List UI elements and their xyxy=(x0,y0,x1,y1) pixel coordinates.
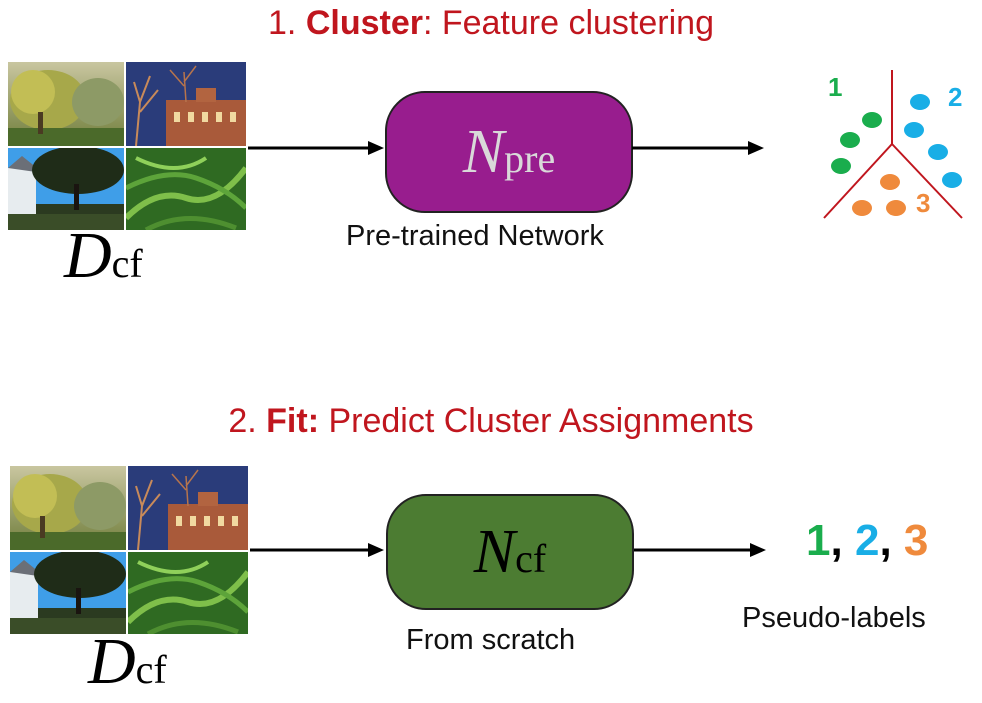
pretrained-network-box: Npre xyxy=(385,91,633,213)
house-and-trees-photo xyxy=(10,552,126,634)
step2-dataset-label: Dcf xyxy=(88,625,167,698)
step2-number: 2. xyxy=(228,402,257,440)
step2-title-rest: Predict Cluster Assignments xyxy=(319,402,754,440)
cluster-2-point xyxy=(942,172,962,188)
cluster-3-points xyxy=(852,174,906,216)
cluster-1-points xyxy=(831,112,882,174)
pretrained-network-symbol: Npre xyxy=(462,117,556,186)
willow-tree-photo xyxy=(8,62,124,146)
cluster-3-point xyxy=(886,200,906,216)
pseudo-label-1: 1 xyxy=(806,516,831,565)
brick-building-night-photo xyxy=(126,62,246,146)
step1-image-grid xyxy=(8,62,246,230)
scratch-network-box: Ncf xyxy=(386,494,634,610)
step1-arrow-in xyxy=(248,141,384,155)
leaves-closeup-photo xyxy=(126,148,246,230)
pseudo-label-separator: , xyxy=(879,516,892,565)
cluster-divider-left xyxy=(823,143,893,219)
scratch-network-caption: From scratch xyxy=(406,624,576,656)
step2-image-grid xyxy=(10,466,248,634)
step1-title: 1. Cluster: Feature clustering xyxy=(0,4,982,43)
house-and-trees-photo xyxy=(8,148,124,230)
cluster-3-label: 3 xyxy=(916,188,930,218)
willow-tree-photo xyxy=(10,466,126,550)
brick-building-night-photo xyxy=(128,466,248,550)
cluster-1-point xyxy=(840,132,860,148)
cluster-1-point xyxy=(862,112,882,128)
cluster-3-point xyxy=(880,174,900,190)
pseudo-label-3: 3 xyxy=(903,516,929,565)
cluster-3-point xyxy=(852,200,872,216)
step2-arrow-out xyxy=(634,543,766,557)
scratch-network-symbol: Ncf xyxy=(473,517,547,586)
step1-keyword: Cluster xyxy=(305,4,423,42)
cluster-2-points xyxy=(904,94,962,188)
pseudo-label-2: 2 xyxy=(854,516,880,565)
pseudo-label-separator: , xyxy=(830,516,843,565)
cluster-2-label: 2 xyxy=(948,82,962,112)
leaves-closeup-photo xyxy=(128,552,248,634)
cluster-2-point xyxy=(910,94,930,110)
feature-clusters-plot: 1 2 3 xyxy=(823,70,963,219)
step2-title: 2. Fit: Predict Cluster Assignments xyxy=(0,402,982,441)
step2-arrow-in xyxy=(250,543,384,557)
cluster-1-point xyxy=(831,158,851,174)
step1-title-rest: : Feature clustering xyxy=(422,4,714,42)
step1-number: 1. xyxy=(268,4,297,42)
cluster-divider-right xyxy=(891,143,963,219)
step1-arrow-out xyxy=(632,141,764,155)
pseudo-labels-values: 1, 2, 3 xyxy=(806,516,928,566)
pretrained-network-caption: Pre-trained Network xyxy=(346,220,604,252)
cluster-1-label: 1 xyxy=(828,72,842,102)
step2-keyword: Fit: xyxy=(266,402,320,440)
cluster-2-point xyxy=(928,144,948,160)
step1-dataset-label: Dcf xyxy=(64,219,143,292)
pseudo-labels-caption: Pseudo-labels xyxy=(742,602,926,634)
cluster-2-point xyxy=(904,122,924,138)
